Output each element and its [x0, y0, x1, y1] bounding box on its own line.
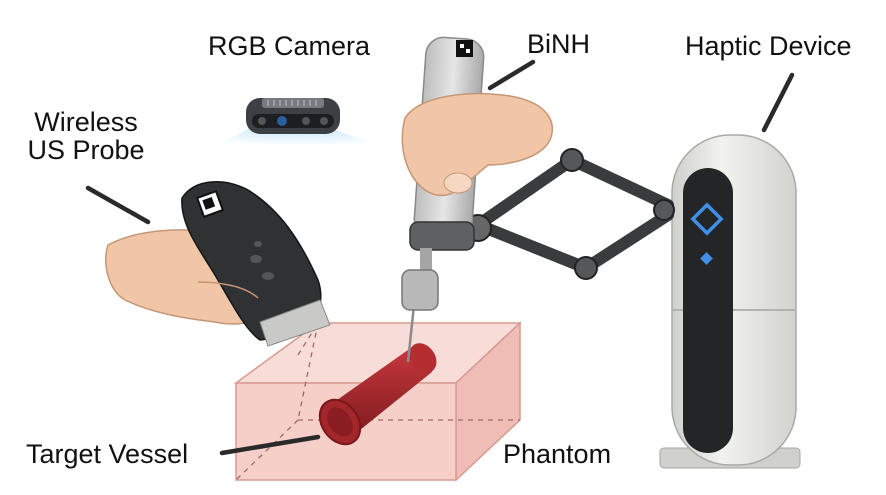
haptic-arm — [464, 148, 675, 280]
callout-binh — [487, 59, 536, 91]
label-phantom: Phantom — [503, 439, 612, 469]
needle — [406, 304, 416, 363]
label-target-vessel: Target Vessel — [26, 439, 189, 469]
label-probe-line1: Wireless — [34, 107, 138, 137]
label-wireless-us-probe: Wireless US Probe — [18, 108, 154, 165]
label-rgb-camera: RGB Camera — [208, 31, 371, 61]
callout-vessel — [219, 434, 321, 456]
us-probe — [181, 181, 331, 347]
hand-pen — [401, 92, 553, 197]
label-haptic-device: Haptic Device — [685, 31, 852, 61]
probe-finger-line — [197, 281, 259, 299]
target-vessel — [318, 343, 437, 446]
camera-view-glow — [210, 128, 390, 150]
callout-lines — [85, 59, 795, 456]
rgb-camera-icon — [246, 98, 340, 134]
label-probe-line2: US Probe — [27, 135, 145, 166]
haptic-device — [659, 134, 801, 469]
callout-probe — [85, 185, 151, 225]
callout-haptic — [761, 72, 795, 133]
label-binh: BiNH — [527, 29, 591, 59]
